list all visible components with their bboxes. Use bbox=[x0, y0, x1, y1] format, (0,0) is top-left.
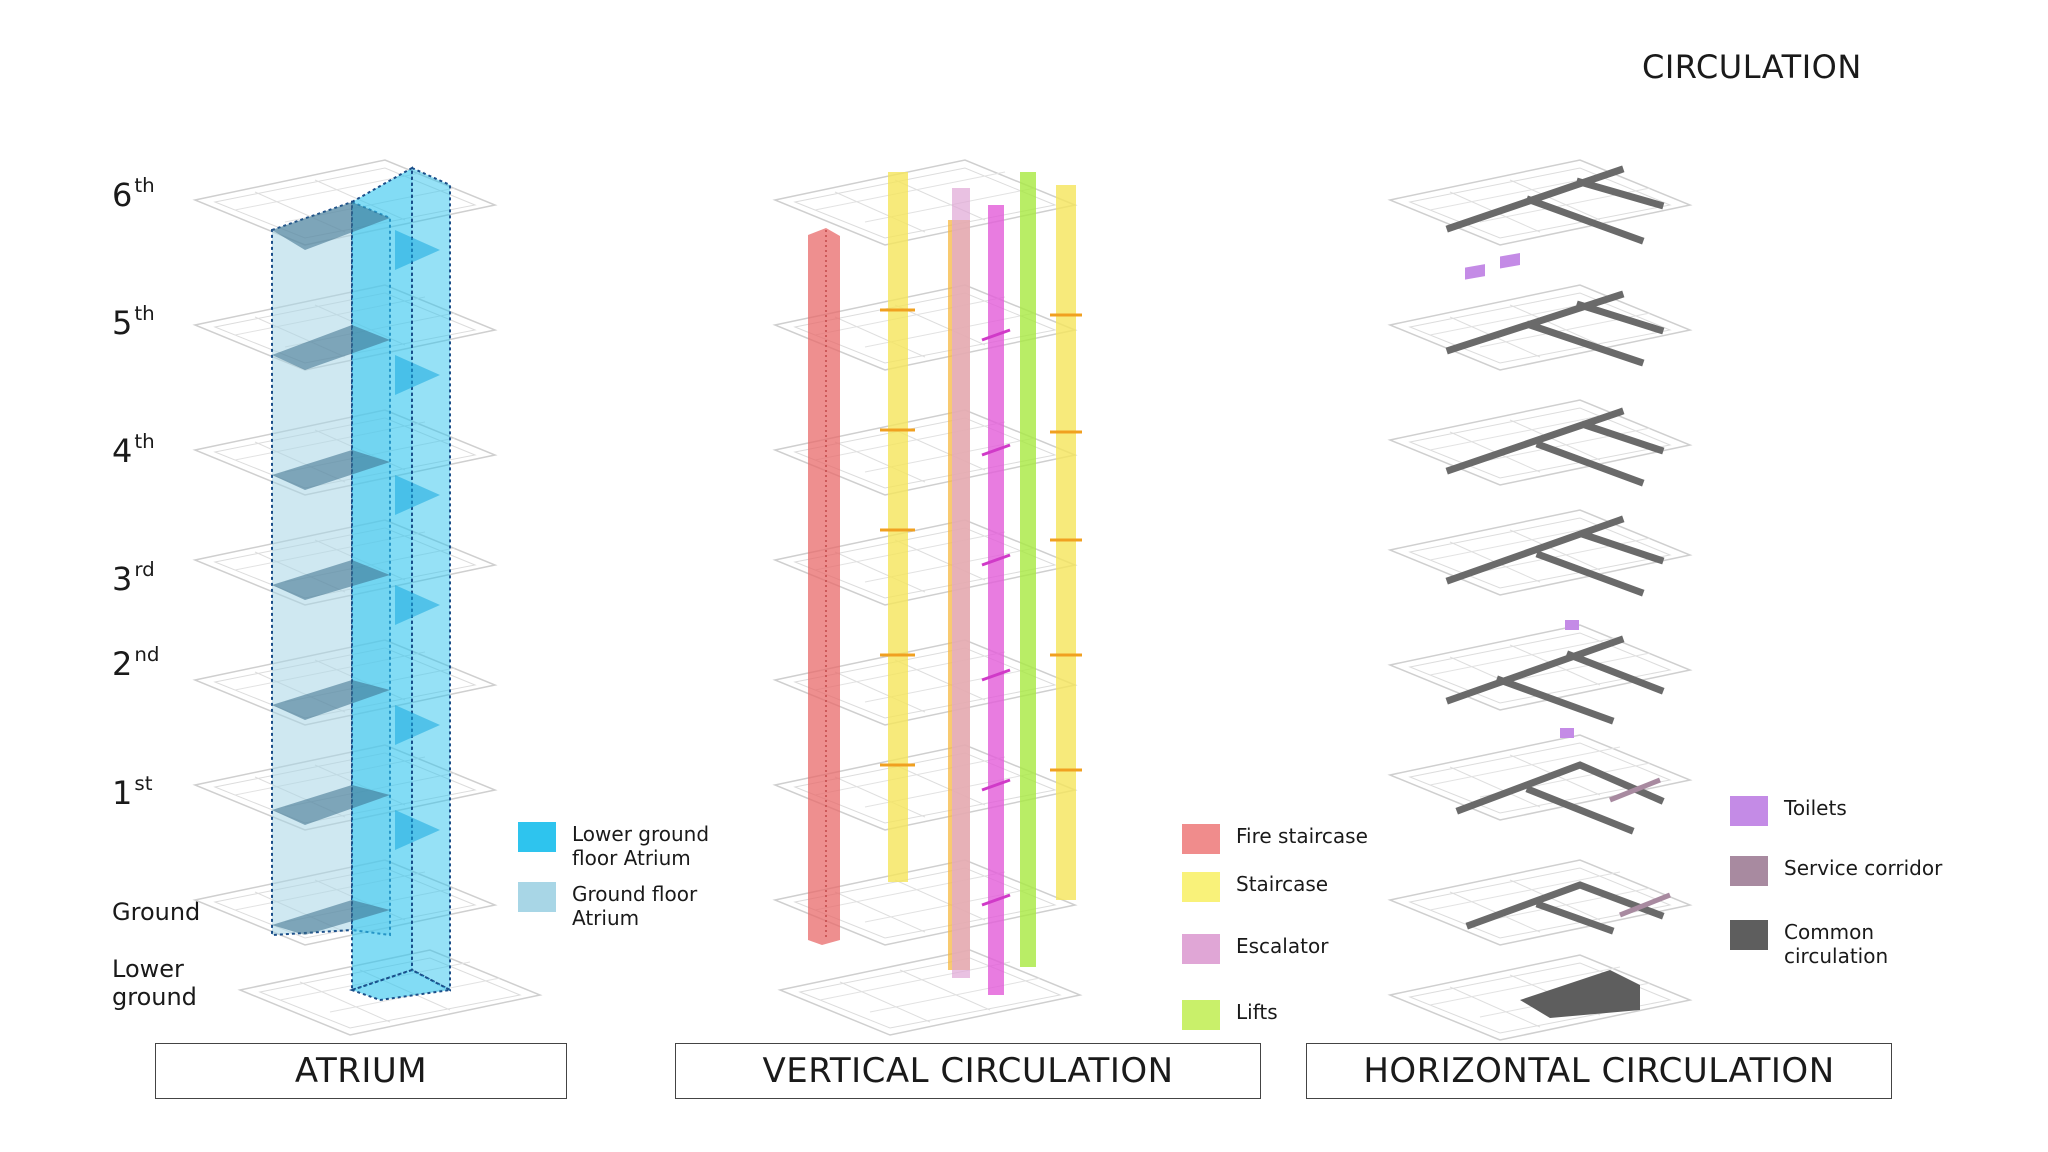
common-circulation-lower-block bbox=[1520, 970, 1640, 1018]
atrium-floor-openings bbox=[272, 202, 390, 935]
caption-vertical-circulation: VERTICAL CIRCULATION bbox=[675, 1043, 1261, 1099]
legend-lower-ground-atrium: Lower ground floor Atrium bbox=[518, 822, 752, 870]
legend-swatch-fire-staircase bbox=[1182, 824, 1220, 854]
legend-swatch-common-circulation bbox=[1730, 920, 1768, 950]
legend-service-corridor: Service corridor bbox=[1730, 856, 1942, 886]
service-corridors bbox=[1609, 777, 1671, 918]
floor-label-ground: Ground bbox=[112, 898, 201, 926]
legend-swatch-staircase bbox=[1182, 872, 1220, 902]
staircase-shafts bbox=[888, 172, 1076, 900]
legend-swatch-toilets bbox=[1730, 796, 1768, 826]
floor-label-lower-ground: Lower ground bbox=[112, 955, 197, 1011]
escalator-shafts bbox=[952, 188, 1004, 995]
legend-swatch-lifts bbox=[1182, 1000, 1220, 1030]
escalator-floor-markers bbox=[981, 328, 1011, 907]
legend-swatch-lower-ground-atrium bbox=[518, 822, 556, 852]
legend-ground-atrium: Ground floor Atrium bbox=[518, 882, 752, 930]
caption-atrium: ATRIUM bbox=[155, 1043, 567, 1099]
atrium-lower-ground-volume bbox=[348, 166, 454, 1002]
legend-common-circulation: Common circulation bbox=[1730, 920, 1934, 968]
legend-swatch-service-corridor bbox=[1730, 856, 1768, 886]
legend-lifts: Lifts bbox=[1182, 1000, 1278, 1030]
legend-toilets: Toilets bbox=[1730, 796, 1847, 826]
legend-escalator: Escalator bbox=[1182, 934, 1328, 964]
legend-fire-staircase: Fire staircase bbox=[1182, 824, 1368, 854]
lift-shaft bbox=[1020, 172, 1036, 967]
caption-horizontal-circulation: HORIZONTAL CIRCULATION bbox=[1306, 1043, 1892, 1099]
legend-swatch-escalator bbox=[1182, 934, 1220, 964]
page-title: CIRCULATION bbox=[1642, 48, 1862, 86]
legend-swatch-ground-atrium bbox=[518, 882, 556, 912]
toilet-blocks bbox=[1465, 252, 1579, 738]
vertical-floor-markers bbox=[880, 308, 1082, 772]
legend-staircase: Staircase bbox=[1182, 872, 1328, 902]
atrium-lower-openings bbox=[395, 230, 440, 850]
fire-staircase-shaft bbox=[808, 228, 840, 945]
